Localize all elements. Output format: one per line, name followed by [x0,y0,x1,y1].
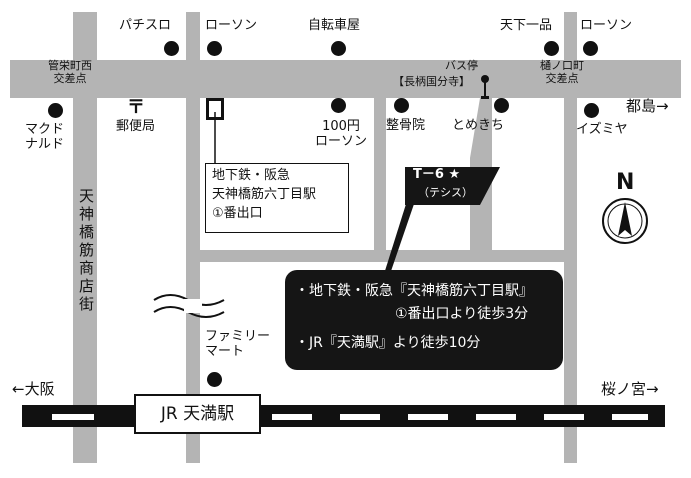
lawson-top-label: ローソン [205,18,258,33]
access-line-subway: ・地下鉄・阪急『天神橋筋六丁目駅』 [295,283,533,299]
pachislot-label: パチスロ [119,18,172,33]
compass-icon [602,198,648,244]
middle-vertical-road [186,12,200,463]
right-vertical-road [564,12,577,463]
jr-railway-line [22,405,665,427]
tenkaippin-marker [544,41,559,56]
bicycle-shop-label: 自転車屋 [308,18,361,33]
pachislot-marker [164,41,179,56]
lawson-right-marker [583,41,598,56]
tomekichi-marker [494,98,509,113]
post-office-icon: 〒 [127,97,145,118]
bicycle-shop-marker [331,41,346,56]
tenjinbashi-shotengai-label: 天神橋筋商店街 [77,188,95,314]
familymart-marker [207,372,222,387]
direction-sakuranomiya: 桜ノ宮→ [601,380,659,398]
lawson-right-label: ローソン [580,18,633,33]
target-name: （テシス） [418,186,473,199]
izumiya-marker [584,103,599,118]
lawson-100yen-marker [331,98,346,113]
jr-tenma-station: JR 天満駅 [134,394,261,434]
familymart-label: ファミリーマート [205,329,271,359]
lawson-top-marker [207,41,222,56]
access-line-subway-time: ①番出口より徒歩3分 [395,306,529,322]
subway-exit-callout: 地下鉄・阪急 天神橋筋六丁目駅 ①番出口 [205,163,349,233]
target-pointer [384,204,414,274]
road-break-mark [153,294,225,318]
tomekichi-label: とめきち [452,118,505,133]
direction-osaka: ←大阪 [12,380,55,398]
intersection-right-label: 樋ノ口町交差点 [540,59,584,85]
access-info-box: ・地下鉄・阪急『天神橋筋六丁目駅』 ①番出口より徒歩3分 ・JR『天満駅』より徒… [285,270,563,370]
mcdonalds-marker [48,103,63,118]
left-vertical-road [73,12,97,463]
intersection-left-label: 管栄町西交差点 [48,59,92,85]
izumiya-label: イズミヤ [576,122,628,137]
bus-stop-icon [481,75,489,99]
lawson-100yen-label: 100円ローソン [315,119,368,149]
compass-n-label: N [616,170,635,195]
target-building-tag [405,167,500,205]
access-line-jr: ・JR『天満駅』より徒歩10分 [295,335,481,351]
bus-stop-name: 【長柄国分寺】 [393,75,470,88]
target-code: T－6 ★ [413,167,461,182]
subway-exit-pointer [214,112,216,164]
seikotsuin-marker [394,98,409,113]
middle-horizontal-road [186,250,577,262]
direction-miyakojima: 都島→ [626,97,669,115]
bus-stop-label: バス停 [445,59,478,72]
tenkaippin-label: 天下一品 [500,18,553,33]
mcdonalds-label: マクドナルド [25,122,65,152]
post-office-label: 郵便局 [116,119,156,134]
seikotsuin-label: 整骨院 [386,118,426,133]
